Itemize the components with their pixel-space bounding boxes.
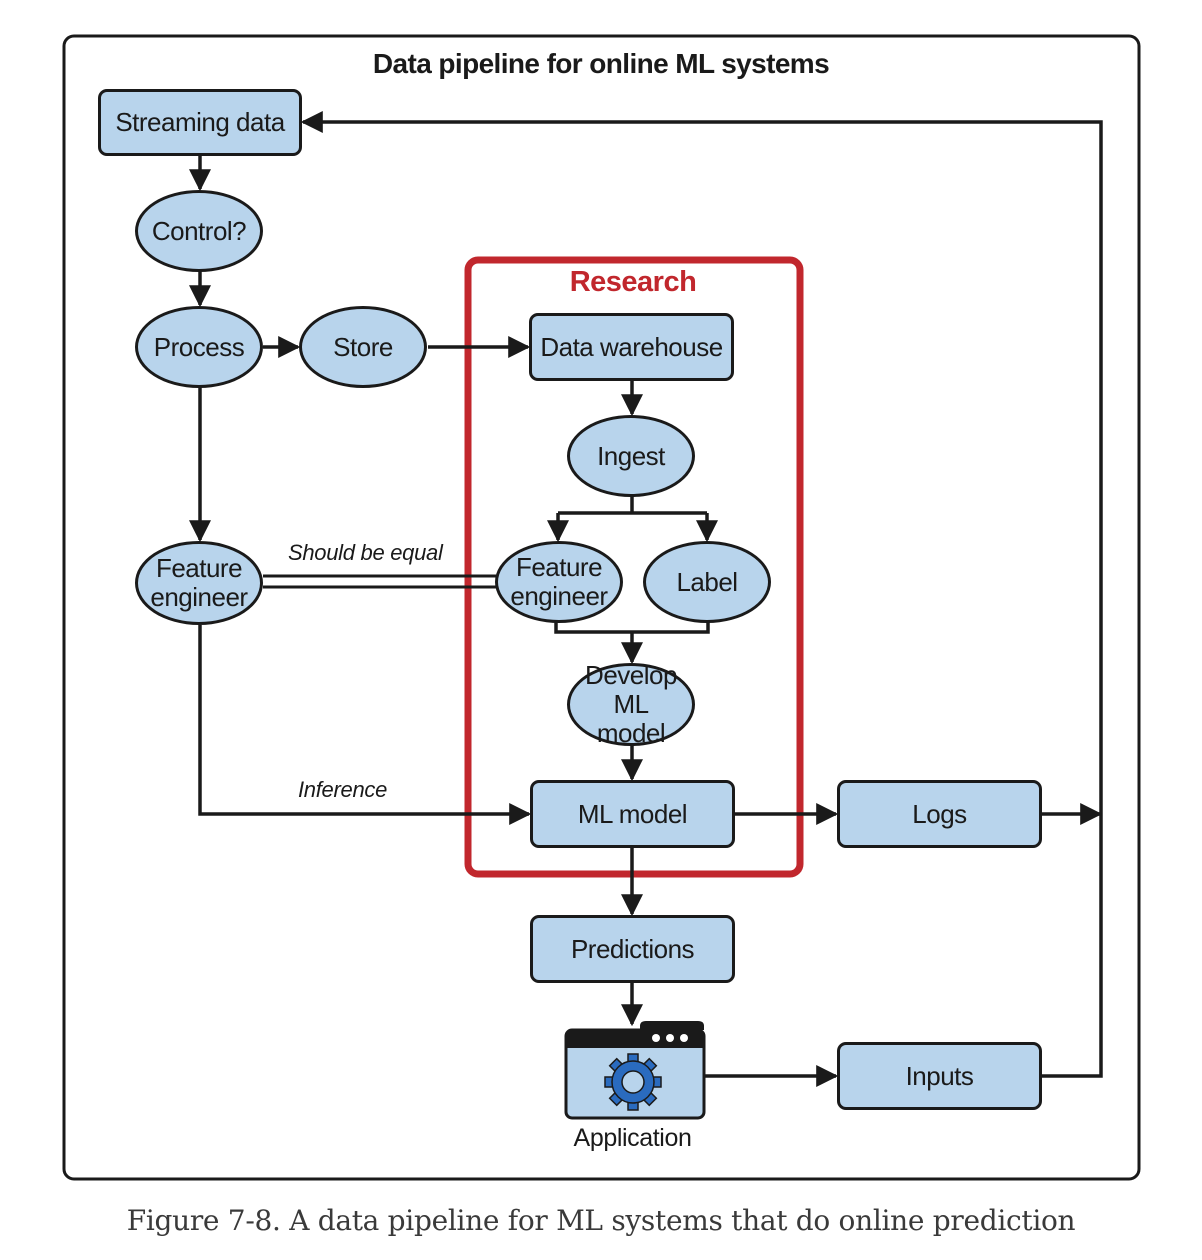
node-data-warehouse: Data warehouse [529,313,734,381]
application-label: Application [573,1124,692,1152]
edge-inputs-loop [300,111,1103,1078]
node-label: Label [643,541,771,623]
edge-inference [198,625,532,825]
research-label: Research [569,266,697,298]
diagram-title: Data pipeline for online ML systems [372,48,830,79]
edge-ingest-split [558,496,707,515]
outer-frame [62,34,1141,1181]
figure-caption: Figure 7-8. A data pipeline for ML syste… [126,1204,1076,1237]
node-ingest: Ingest [567,415,695,497]
node-process: Process [135,306,263,388]
node-feature-engineer-research: Feature engineer [495,541,623,623]
gear-icon [604,1053,662,1111]
node-ml-model: ML model [530,780,735,848]
edge-label-inference: Inference [298,777,388,802]
node-control: Control? [135,190,263,272]
edge-merge [554,622,710,634]
equality-double-line [263,574,496,589]
node-inputs: Inputs [837,1042,1042,1110]
node-predictions: Predictions [530,915,735,983]
edge-label-should-be-equal: Should be equal [288,540,443,565]
node-develop-ml-model: Develop ML model [567,661,695,748]
node-streaming-data: Streaming data [98,89,302,156]
node-store: Store [299,306,427,388]
node-feature-engineer-online: Feature engineer [135,541,263,625]
node-logs: Logs [837,780,1042,848]
research-box [464,256,804,878]
